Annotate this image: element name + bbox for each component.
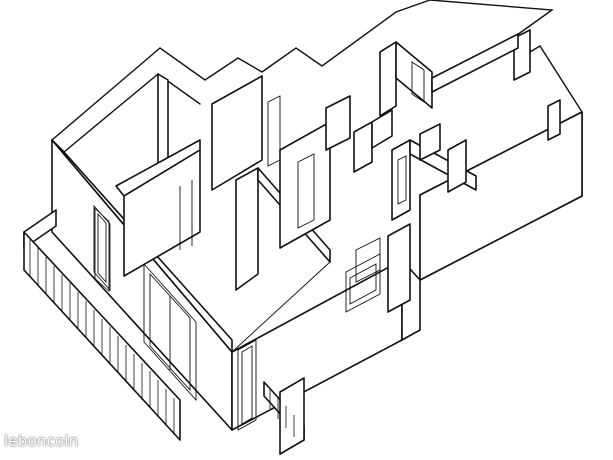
interior-walls xyxy=(115,29,561,353)
left-balcony xyxy=(23,209,181,441)
right-balcony xyxy=(263,377,305,455)
leboncoin-watermark: leboncoin xyxy=(4,432,79,450)
right-facade xyxy=(231,111,583,431)
